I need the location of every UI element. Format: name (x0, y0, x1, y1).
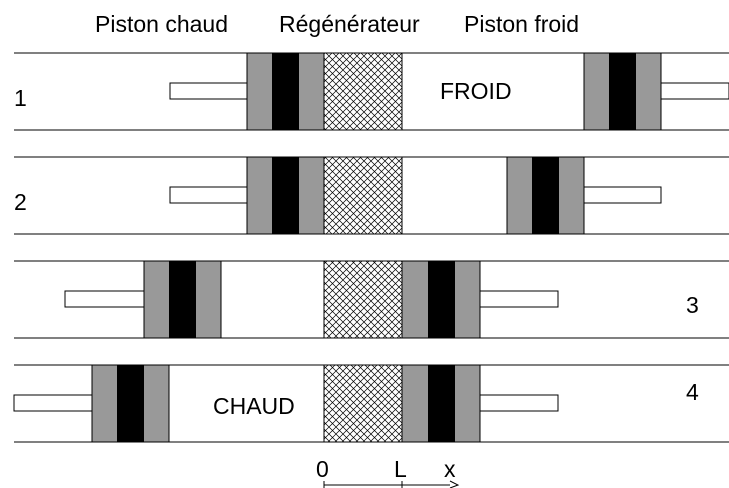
piston-core (272, 157, 299, 234)
stage-2: 2 (14, 156, 729, 235)
piston-core (272, 53, 299, 130)
piston-rod (169, 82, 248, 100)
stage-number: 4 (686, 379, 699, 405)
piston-rod (13, 394, 93, 412)
stage-number: 2 (14, 189, 27, 215)
stage-number: 1 (14, 85, 27, 111)
axis-arrow-head (449, 480, 460, 488)
piston-rod (583, 186, 662, 204)
axis-variable-label: x (444, 456, 456, 482)
piston-rod (479, 394, 559, 412)
stage-4: 4 CHAUD (13, 364, 729, 443)
hot-piston (13, 364, 170, 443)
cold-label: FROID (440, 78, 512, 104)
hot-piston (169, 52, 325, 131)
regenerator (323, 260, 403, 339)
axis-length-label: L (394, 456, 407, 482)
cold-piston (583, 52, 729, 131)
hot-piston (64, 260, 222, 339)
stage-3: 3 (14, 260, 729, 339)
regenerator (323, 52, 403, 131)
piston-core (169, 261, 196, 338)
piston-rod (169, 186, 248, 204)
hot-label: CHAUD (213, 393, 295, 419)
piston-core (428, 365, 455, 442)
cold-piston (401, 364, 559, 443)
regenerator (323, 156, 403, 235)
piston-core (609, 53, 636, 130)
cold-piston-heading: Piston froid (464, 11, 579, 37)
piston-rod (64, 290, 145, 308)
piston-core (532, 157, 559, 234)
piston-rod (479, 290, 559, 308)
regenerator-heading: Régénérateur (279, 11, 420, 37)
cold-piston (506, 156, 662, 235)
cold-piston (401, 260, 559, 339)
piston-core (117, 365, 144, 442)
hot-piston (169, 156, 325, 235)
regenerator (323, 364, 403, 443)
piston-core (428, 261, 455, 338)
stage-number: 3 (686, 292, 699, 318)
piston-rod (660, 82, 729, 100)
axis-origin-label: 0 (316, 456, 329, 482)
stage-1: 1 FROID (14, 52, 729, 131)
x-axis: 0 L x (316, 456, 460, 488)
hot-piston-heading: Piston chaud (95, 11, 228, 37)
